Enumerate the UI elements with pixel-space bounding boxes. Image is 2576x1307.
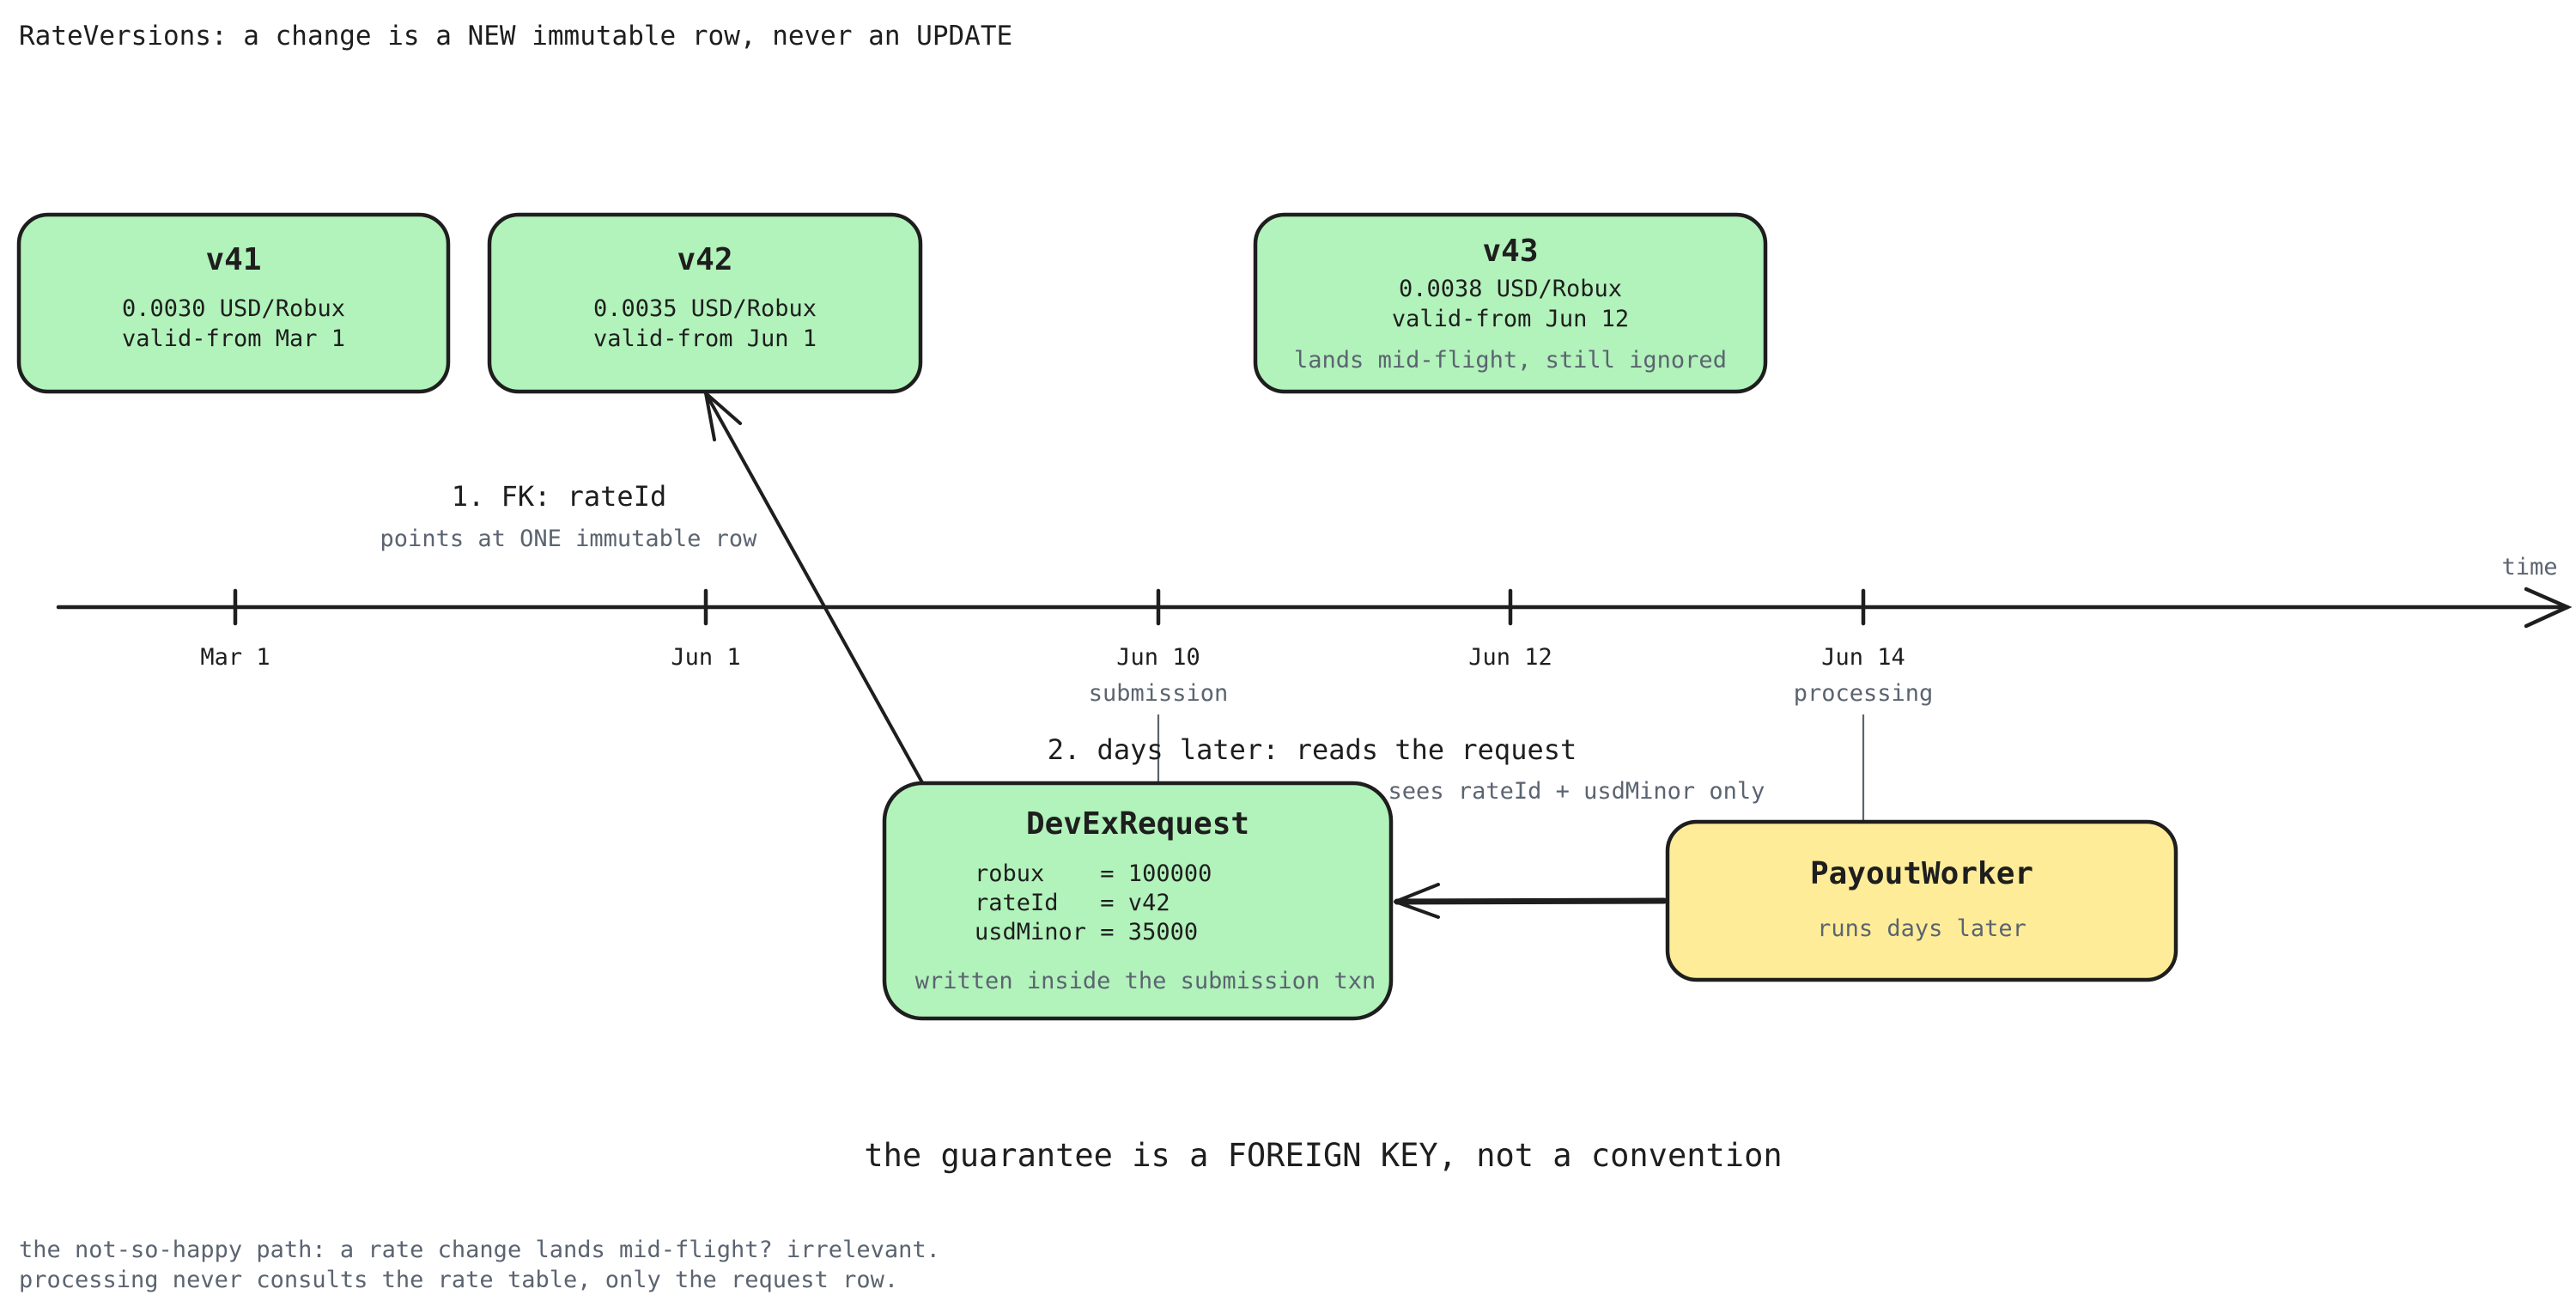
- payout-worker-node[interactable]: PayoutWorker runs days later: [1665, 819, 2178, 982]
- tick-sublabel: submission: [1089, 680, 1229, 707]
- footer-line-2: processing never consults the rate table…: [19, 1267, 898, 1293]
- rate-version-rate: 0.0038 USD/Robux: [1399, 276, 1622, 302]
- payout-worker-note: runs days later: [1817, 915, 2026, 942]
- devex-request-title: DevExRequest: [1026, 806, 1249, 842]
- tick-label: Jun 1: [671, 644, 740, 671]
- rate-version-v42[interactable]: v42 0.0035 USD/Robux valid-from Jun 1: [487, 212, 923, 394]
- rate-version-box: [16, 212, 451, 394]
- timeline-axis-label: time: [2501, 554, 2557, 581]
- rate-version-v43[interactable]: v43 0.0038 USD/Robux valid-from Jun 12 l…: [1253, 212, 1768, 394]
- guarantee-text: the guarantee is a FOREIGN KEY, not a co…: [864, 1137, 1782, 1174]
- devex-request-note: written inside the submission txn: [915, 968, 1376, 994]
- rate-version-box: [1253, 212, 1768, 394]
- devex-request-node[interactable]: DevExRequest robux = 100000 rateId = v42…: [882, 781, 1394, 1021]
- read-label: 2. days later: reads the request: [1048, 733, 1577, 766]
- devex-request-box: [882, 781, 1394, 1021]
- rate-version-note: lands mid-flight, still ignored: [1294, 347, 1727, 374]
- fk-label: 1. FK: rateId: [452, 480, 666, 513]
- request-field-rateid: rateId = v42: [975, 890, 1170, 916]
- tick-sublabel: processing: [1794, 680, 1934, 707]
- fk-arrowhead: [704, 392, 742, 441]
- rate-version-name: v42: [677, 242, 732, 277]
- footer-line-1: the not-so-happy path: a rate change lan…: [19, 1237, 940, 1263]
- timeline-arrowhead: [2524, 587, 2573, 629]
- fk-arrow: [704, 392, 925, 786]
- timeline: time Mar 1 Jun 1 Jun 10 submission Jun 1…: [56, 554, 2573, 707]
- payout-worker-title: PayoutWorker: [1810, 856, 2033, 891]
- rate-version-name: v41: [205, 242, 261, 277]
- read-arrowhead: [1394, 883, 1440, 919]
- fk-sublabel: points at ONE immutable row: [380, 526, 758, 552]
- request-field-robux: robux = 100000: [975, 860, 1212, 887]
- tick-label: Jun 10: [1116, 644, 1200, 671]
- tick-label: Jun 14: [1821, 644, 1905, 671]
- rate-version-valid-from: valid-from Mar 1: [122, 325, 345, 352]
- diagram-title: RateVersions: a change is a NEW immutabl…: [19, 21, 1012, 52]
- read-sublabel: sees rateId + usdMinor only: [1388, 778, 1765, 805]
- rate-version-box: [487, 212, 923, 394]
- rate-version-name: v43: [1482, 234, 1538, 269]
- rate-version-rate: 0.0035 USD/Robux: [593, 295, 817, 322]
- tick-label: Mar 1: [200, 644, 270, 671]
- rate-version-valid-from: valid-from Jun 1: [593, 325, 817, 352]
- rate-version-v41[interactable]: v41 0.0030 USD/Robux valid-from Mar 1: [16, 212, 451, 394]
- tick-label: Jun 12: [1468, 644, 1552, 671]
- request-field-usdminor: usdMinor = 35000: [975, 919, 1198, 945]
- rate-version-valid-from: valid-from Jun 12: [1392, 306, 1629, 332]
- payout-worker-box: [1665, 819, 2178, 982]
- rate-version-rate: 0.0030 USD/Robux: [122, 295, 345, 322]
- read-arrow: [1394, 897, 1668, 905]
